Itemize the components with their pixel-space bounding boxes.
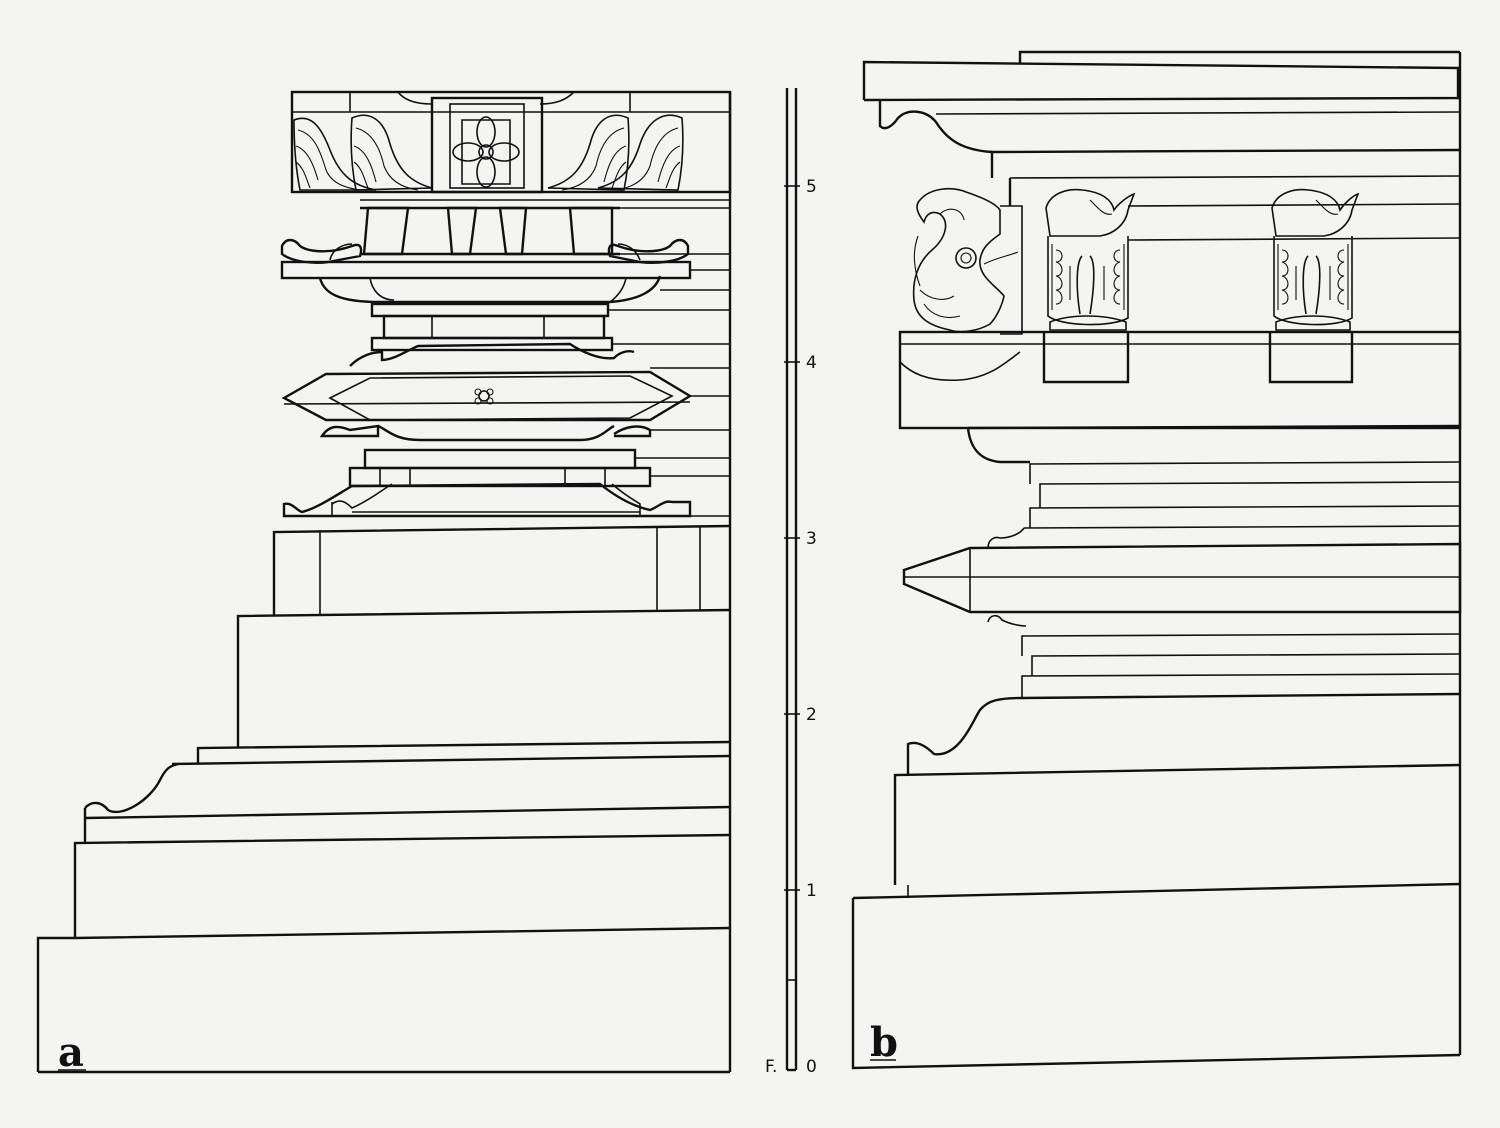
panel-a-lotus-petals-right [547, 114, 684, 191]
panel-a-lower-lotus-band [282, 482, 692, 518]
panel-b-dentil-band [898, 330, 1462, 430]
panel-a-fillet [196, 740, 731, 764]
scale-tick-label-0: 0 [806, 1057, 817, 1077]
panel-a-label: a [58, 1029, 84, 1076]
panel-b-cornice-cyma [878, 100, 993, 154]
panel-a-upper-block [272, 524, 731, 616]
panel-b-upper-fascia [990, 148, 1461, 178]
panel-b-plinth-2 [893, 763, 1461, 885]
scale-tick-label-5: 5 [806, 177, 817, 197]
panel-a-upper-lotus-cap [349, 342, 635, 367]
panel-a-central-torus [281, 370, 693, 422]
scale-tick-label-2: 2 [806, 705, 817, 725]
scale-tick-label-1: 1 [806, 881, 817, 901]
panel-b-naga-bracket-2-icon [1271, 188, 1360, 331]
panel-b-label: b [870, 1019, 898, 1066]
panel-b-makara-head-icon [912, 187, 1023, 335]
panel-a-neck-band-2 [363, 448, 637, 470]
scale-unit-label: F. [765, 1057, 777, 1077]
panel-b-plinth [851, 898, 1461, 1070]
panel-a-lotus-frieze [290, 90, 732, 194]
panel-a-bracket-left [280, 238, 363, 264]
panel-b-crowning-slab [862, 60, 1460, 102]
panel-b-naga-bracket-1-icon [1045, 188, 1136, 331]
panel-a-bracket-right [607, 238, 690, 264]
panel-a-cyma-top [171, 754, 731, 766]
scale-bar: 0 1 2 3 4 5 F. [765, 88, 817, 1077]
panel-b-lower-cyma [906, 696, 1023, 775]
scale-ticks: 0 1 2 3 4 5 [784, 177, 817, 1077]
panel-a-dado-block [236, 608, 731, 748]
panel-a-rosette-panel [430, 96, 544, 194]
panel-b-projecting-fascia [902, 542, 1462, 614]
panel-b-ovolo [966, 427, 1030, 464]
panel-a-lotus-basin [318, 275, 662, 304]
panel-a-neck-band-3 [382, 314, 606, 340]
panel-a-base-profile [36, 90, 732, 1074]
panel-a-plinth-2 [73, 833, 731, 938]
panel-a-fascia-band [280, 260, 692, 280]
panel-a-small-rosette-icon [474, 388, 494, 405]
panel-b-cornice-profile [851, 50, 1462, 1070]
panel-a-lotus-petals-left [293, 114, 433, 191]
panel-a-four-petal-rosette-icon [452, 116, 520, 188]
panel-a-plinth-1 [36, 926, 731, 1072]
scale-tick-label-4: 4 [806, 353, 817, 373]
panel-a-cyma-molding [84, 762, 179, 813]
scale-tick-label-3: 3 [806, 529, 817, 549]
panel-a-step-3-line [84, 805, 731, 820]
